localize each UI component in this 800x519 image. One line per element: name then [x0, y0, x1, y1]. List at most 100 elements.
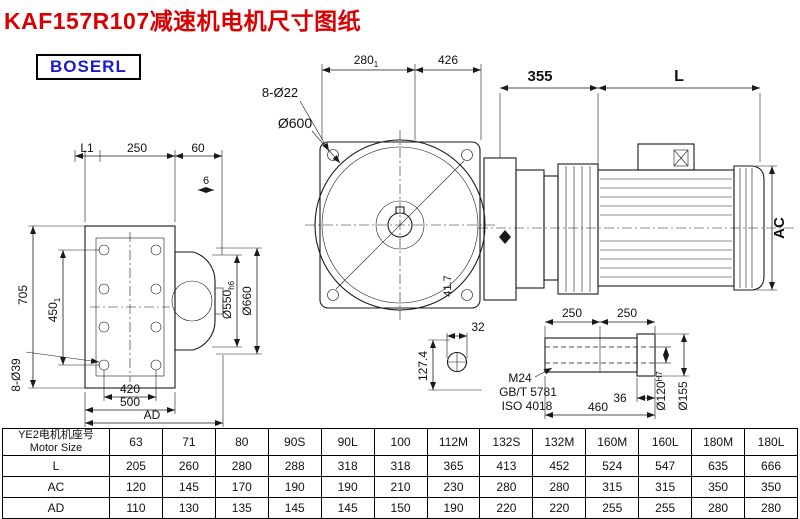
housing-inner-circle	[321, 146, 479, 304]
dim-ac: AC	[771, 217, 788, 239]
dim-d660: Ø660	[240, 286, 254, 316]
dimension-value: 318	[320, 455, 375, 477]
dimension-value: 280	[744, 497, 798, 519]
front-view: 2801 426 8-Ø22 Ø600 41.7 32	[262, 53, 495, 391]
dim-d550h6: Ø550h6	[220, 280, 236, 319]
hub-circle	[375, 200, 425, 250]
size-column-header: 132S	[479, 428, 534, 456]
dim-450: 4501	[46, 297, 62, 322]
housing-boss	[171, 280, 213, 322]
dimension-value: 145	[267, 497, 322, 519]
top-width-dimension: L1 250	[74, 141, 176, 222]
dimension-value: 230	[426, 476, 481, 498]
dim-32: 32	[471, 320, 485, 334]
shaft-collar	[636, 333, 656, 377]
size-column-header: 90L	[320, 428, 375, 456]
dimension-value: 190	[426, 497, 481, 519]
motor-lantern	[557, 163, 599, 295]
shaft-small-dimensions: 36 460	[544, 376, 656, 419]
dim-6: 6	[203, 175, 209, 187]
output-flange-diameters: Ø550h6 Ø660	[212, 247, 262, 355]
bolt-callout: M24 GB/T 5781 ISO 4018	[499, 367, 557, 413]
dimension-value: 170	[214, 476, 269, 498]
size-column-header: 90S	[267, 428, 322, 456]
dimension-value: 255	[585, 497, 640, 519]
hole-callout: 8-Ø22	[262, 85, 330, 152]
size-column-header: 180L	[744, 428, 798, 456]
dimension-value: 547	[638, 455, 693, 477]
dimension-value: 350	[744, 476, 798, 498]
dimension-value: 220	[532, 497, 587, 519]
dimension-value: 315	[585, 476, 640, 498]
motor-body	[597, 169, 735, 287]
dimension-value: 135	[214, 497, 269, 519]
dim-41-7: 41.7	[442, 275, 454, 296]
row-label-ac: AC	[2, 476, 110, 498]
row-label-ad: AD	[2, 497, 110, 519]
dimension-value: 110	[109, 497, 163, 519]
dimension-value: 315	[638, 476, 693, 498]
size-column-header: 180M	[691, 428, 746, 456]
adapter-stage	[515, 169, 545, 289]
dim-250a: 250	[562, 306, 582, 320]
dimension-value: 190	[267, 476, 322, 498]
label-gbt-5781: GB/T 5781	[499, 385, 557, 399]
housing-profile	[174, 251, 216, 351]
row-label-l: L	[2, 455, 110, 477]
size-column-header: 160L	[638, 428, 693, 456]
shaft-diameter-dimensions: Ø120H7 Ø155	[654, 333, 690, 411]
shaft-length-dimensions: 250 250	[544, 306, 656, 338]
height-705-dimension: 705	[16, 225, 85, 389]
dimension-value: 288	[267, 455, 322, 477]
dimension-value: 635	[691, 455, 746, 477]
surface-mark-diamond	[499, 230, 511, 244]
length-dimensions: 355 L	[499, 68, 761, 166]
dim-280: 2801	[354, 53, 379, 69]
dim-d155: Ø155	[676, 381, 690, 411]
dimension-value: 220	[479, 497, 534, 519]
shaft-stub	[214, 287, 224, 315]
dimension-value: 260	[161, 455, 216, 477]
dimension-value: 280	[479, 476, 534, 498]
dim-250b: 250	[617, 306, 637, 320]
size-column-header: 160M	[585, 428, 640, 456]
dim-d600: Ø600	[278, 115, 312, 131]
label-m24: M24	[508, 371, 532, 385]
shaft-body	[544, 337, 638, 373]
shaft-detail: 250 250 M24 GB/T 5781 ISO 4018 36	[499, 306, 690, 419]
dimension-value: 280	[532, 476, 587, 498]
dim-l: L	[674, 68, 684, 85]
bore-circle	[387, 212, 413, 238]
shaft-end-circle	[446, 351, 468, 373]
dimension-value: 255	[638, 497, 693, 519]
dimension-value: 145	[161, 476, 216, 498]
dimension-value: 413	[479, 455, 534, 477]
top-dimensions: 2801 426	[321, 53, 482, 140]
gear-housing-side	[483, 157, 517, 301]
dimension-value: 350	[691, 476, 746, 498]
dimension-value: 666	[744, 455, 798, 477]
ac-dimension: AC	[756, 165, 788, 291]
bottom-width-dimensions: 420 500 AD	[84, 355, 224, 427]
size-column-header: 63	[109, 428, 163, 456]
dim-426: 426	[438, 53, 458, 67]
left-view: L1 250 60 6 705 4501	[9, 141, 262, 427]
flange-holes-label: 8-Ø39	[9, 351, 100, 392]
dimension-value: 365	[426, 455, 481, 477]
label-iso-4018: ISO 4018	[502, 399, 553, 413]
page-title: KAF157R107减速机电机尺寸图纸	[4, 8, 362, 34]
dim-l1: L1	[80, 141, 94, 155]
dimension-value: 150	[373, 497, 428, 519]
dim-127-4: 127.4	[416, 351, 430, 381]
dim-705: 705	[16, 285, 30, 305]
size-column-header: 112M	[426, 428, 481, 456]
diameter-callout: Ø600	[278, 115, 341, 164]
dimension-value: 145	[320, 497, 375, 519]
size-column-header: 132M	[532, 428, 587, 456]
dim-8-d22: 8-Ø22	[262, 85, 298, 100]
shaft-position-detail: 32 127.4	[416, 320, 485, 391]
brand-logo: BOSERL	[36, 54, 141, 80]
